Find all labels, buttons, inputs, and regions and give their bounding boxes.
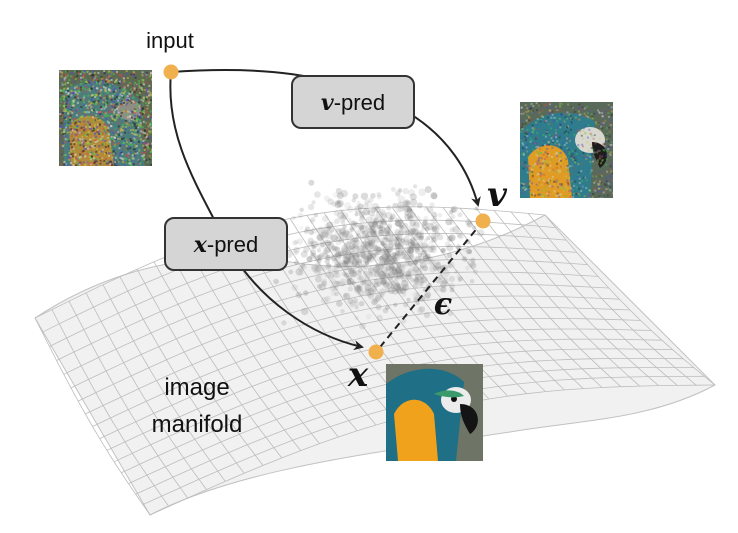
input-point — [163, 64, 179, 80]
x-pred-box: x-pred — [164, 217, 288, 271]
svg-text:x-pred: x-pred — [193, 232, 258, 258]
x-point-label: x — [347, 355, 369, 395]
manifold-label-line2: manifold — [152, 411, 243, 438]
epsilon-dashed-line — [375, 220, 484, 353]
clean-parrot-image — [386, 364, 483, 461]
v-pred-box: v-pred — [291, 75, 415, 129]
v-pred-symbol: v — [321, 90, 334, 116]
x-pred-symbol: x — [193, 232, 208, 258]
manifold-label-line1: image — [164, 374, 229, 401]
slightly-noisy-parrot-image — [520, 102, 613, 198]
noise-distribution-cloud — [257, 179, 489, 330]
noisy-parrot-image — [59, 70, 152, 166]
v-pred-suffix: -pred — [334, 90, 385, 115]
svg-text:v-pred: v-pred — [321, 90, 385, 116]
v-point-label: v — [487, 175, 508, 215]
x-point — [368, 344, 384, 360]
input-label: input — [146, 28, 194, 53]
x-pred-suffix: -pred — [207, 232, 258, 257]
v-point — [475, 213, 491, 229]
epsilon-label: ϵ — [434, 287, 452, 322]
